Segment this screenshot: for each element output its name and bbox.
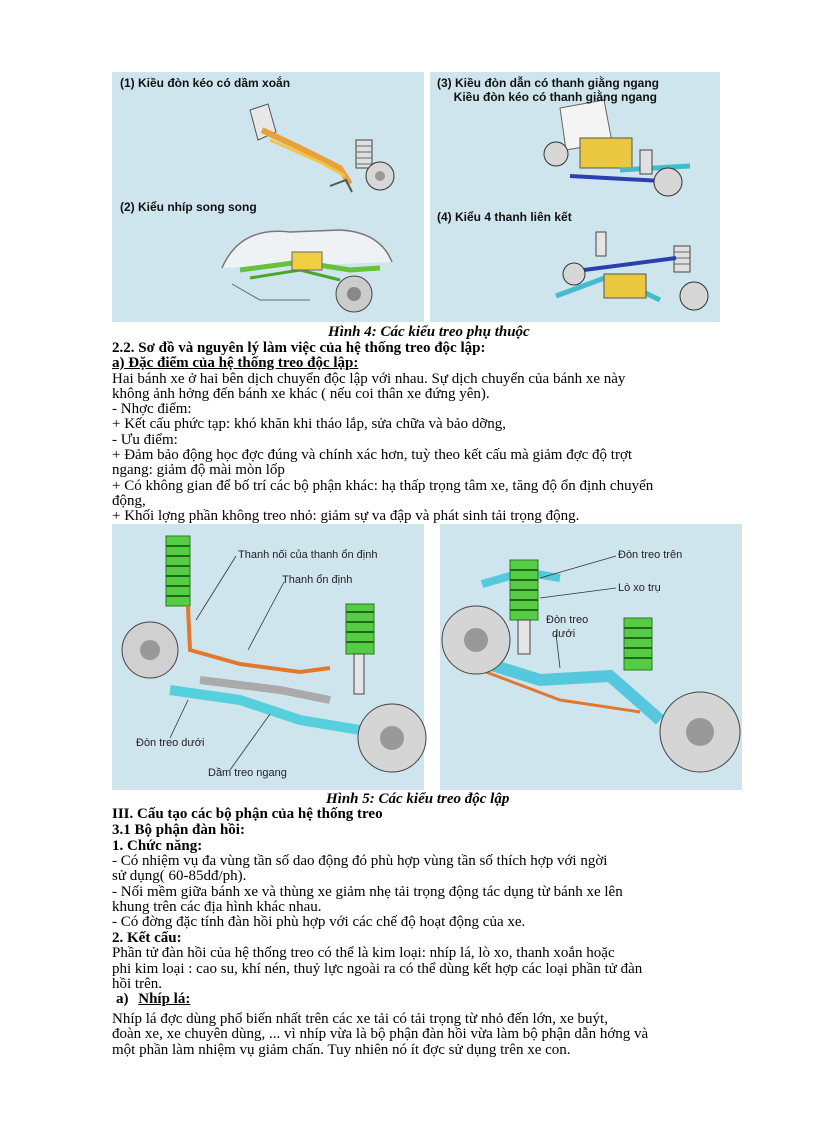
text-line: - Có đờng đặc tính đàn hồi phù hợp với c…	[112, 914, 526, 930]
callout-crossmember: Dầm treo ngang	[208, 767, 287, 779]
callout-lower-arm-line2: dưới	[552, 628, 576, 640]
text-line: - Ưu điểm:	[112, 432, 178, 448]
function-heading: 1. Chức năng:	[112, 838, 203, 854]
structure-heading: 2. Kết cấu:	[112, 930, 182, 946]
text-line: + Đảm bảo động học đợc đúng và chính xác…	[112, 447, 633, 463]
callout-lower-arm-line1: Đòn treo	[546, 614, 589, 626]
text-line: - Nối mềm giữa bánh xe và thùng xe giảm …	[112, 884, 623, 900]
callout-coil-spring: Lò xo trụ	[618, 582, 661, 594]
section-3-heading: III. Cấu tạo các bộ phận của hệ thống tr…	[112, 806, 383, 822]
torsion-beam-drawing	[249, 103, 395, 193]
figure4-panel-4-label: (4) Kiểu 4 thanh liên kết	[437, 210, 572, 224]
leaf-spring-title: Nhíp lá:	[138, 991, 191, 1007]
text-line: khung trên các địa hình khác nhau.	[112, 899, 322, 915]
leaf-spring-heading: a) Nhíp lá:	[116, 991, 766, 1007]
callout-stabilizer-bar: Thanh ổn định	[282, 574, 353, 586]
figure4-panel-3-label: (3) Kiều đòn dẫn có thanh giằng ngang Ki…	[437, 76, 659, 104]
text-line: một phần làm nhiệm vụ giảm chấn. Tuy nhi…	[112, 1042, 571, 1058]
section-2-2-subheading: a) Đặc điểm của hệ thống treo độc lập:	[112, 355, 359, 371]
text-line: Hai bánh xe ở hai bên dịch chuyển độc lậ…	[112, 371, 626, 387]
text-line: không ảnh hởng đến bánh xe khác ( nếu co…	[112, 386, 490, 402]
text-line: + Kết cấu phức tạp: khó khăn khi tháo lắ…	[112, 416, 507, 432]
text-line: hồi trên.	[112, 976, 162, 992]
text-line: phi kim loại : cao su, khí nén, thuỷ lực…	[112, 961, 643, 977]
text-line: - Nhợc điểm:	[112, 401, 192, 417]
double-wishbone-drawing	[441, 555, 741, 773]
text-line: sử dụng( 60-85dđ/ph).	[112, 868, 247, 884]
figure5-caption: Hình 5: Các kiểu treo độc lập	[326, 791, 510, 807]
leaf-spring-drawing	[221, 229, 393, 313]
figure4-panel-1-label: (1) Kiều đòn kéo có dầm xoắn	[120, 76, 291, 90]
callout-stabilizer-link: Thanh nối của thanh ổn định	[238, 549, 378, 561]
callout-lower-arm: Đòn treo dưới	[136, 737, 205, 749]
figure4-panel-2-label: (2) Kiểu nhíp song song	[120, 200, 257, 214]
text-line: ngang: giảm độ mài mòn lốp	[112, 462, 285, 478]
macpherson-drawing	[121, 535, 427, 773]
text-line: - Có nhiệm vụ đa vùng tần số dao động đó…	[112, 853, 608, 869]
figure4-caption: Hình 4: Các kiểu treo phụ thuộc	[328, 324, 530, 340]
text-line: Nhíp lá đợc dùng phổ biến nhất trên các …	[112, 1011, 608, 1027]
lateral-rod-drawing	[543, 99, 691, 197]
four-link-drawing	[555, 231, 709, 311]
section-2-2-heading: 2.2. Sơ đồ và nguyên lý làm việc của hệ …	[112, 340, 486, 356]
text-line: đoàn xe, xe chuyên dùng, ... vì nhíp vừa…	[112, 1026, 649, 1042]
text-line: động,	[112, 493, 146, 509]
text-line: + Khối lợng phần không treo nhỏ: giảm sự…	[112, 508, 580, 524]
section-3-1-heading: 3.1 Bộ phận đàn hồi:	[112, 822, 245, 838]
callout-upper-arm: Đòn treo trên	[618, 549, 683, 561]
text-line: + Có không gian để bố trí các bộ phận kh…	[112, 478, 654, 494]
text-line: Phần tử đàn hồi của hệ thống treo có thể…	[112, 945, 615, 961]
leaf-spring-label: a)	[116, 991, 129, 1007]
